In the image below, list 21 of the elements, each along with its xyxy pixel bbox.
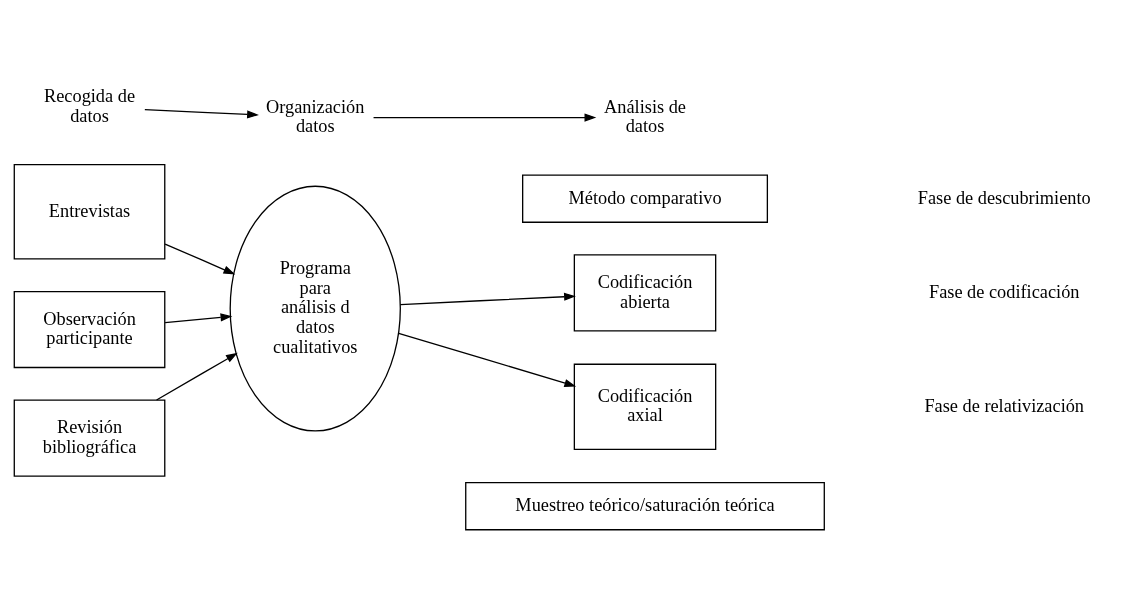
arrow	[144, 109, 259, 119]
node-box: Revisión bibliográfica	[13, 399, 166, 477]
node-text: Organización datos	[266, 96, 365, 137]
arrow	[372, 113, 597, 122]
label: Fase de descubrimiento	[917, 187, 1091, 208]
label: Fase de relativización	[924, 395, 1085, 416]
node-box: Codificación axial	[573, 363, 717, 450]
node-box: Codificación abierta	[573, 254, 717, 332]
node-text: Análisis de datos	[604, 96, 686, 137]
arrow	[399, 292, 576, 306]
arrow	[155, 352, 238, 401]
arrow	[398, 332, 577, 388]
node-ellipse: Programa para análisis d datos cualitativos	[229, 185, 401, 432]
node-text: Recogida de datos	[44, 86, 136, 126]
node-box: Método comparativo	[522, 174, 769, 223]
node-box: Muestreo teórico/saturación teórica	[465, 482, 825, 531]
arrow	[164, 313, 233, 324]
node-box: Observación participante	[13, 290, 166, 369]
node-box: Entrevistas	[13, 164, 166, 260]
arrow	[164, 243, 236, 275]
label: Fase de codificación	[928, 281, 1080, 302]
